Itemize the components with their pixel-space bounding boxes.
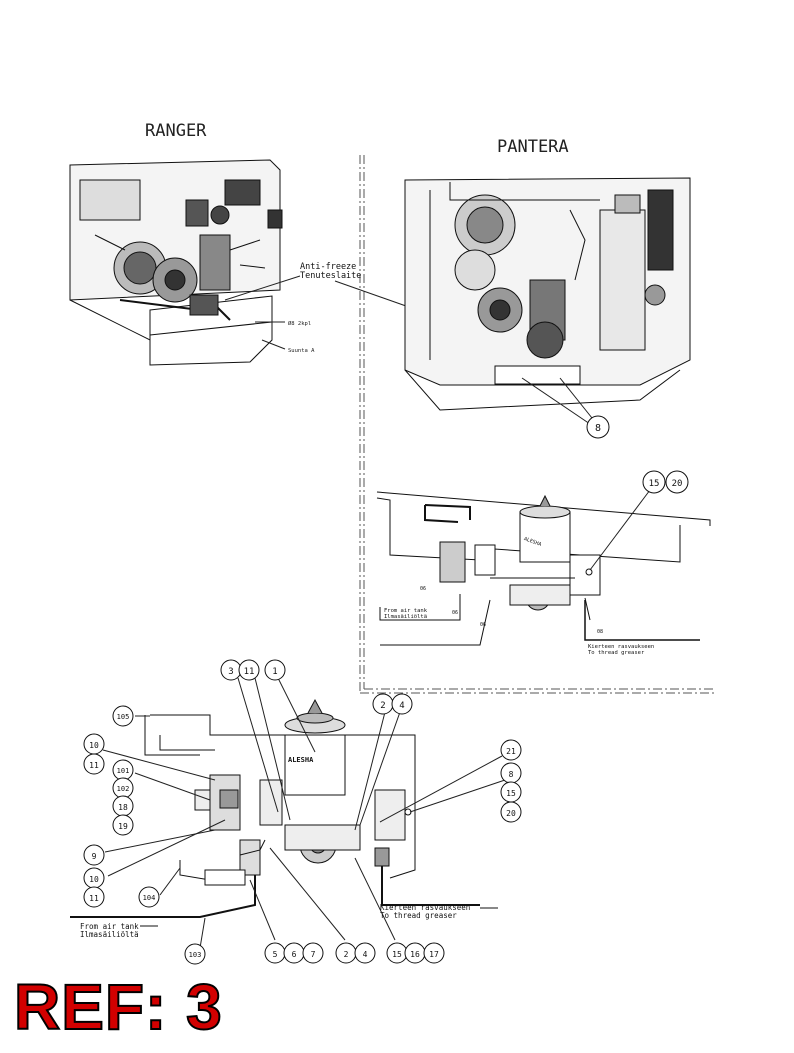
- svg-text:5: 5: [273, 950, 278, 959]
- svg-text:105: 105: [117, 713, 130, 721]
- svg-text:18: 18: [118, 803, 128, 812]
- from-air-tank-label-fi: Ilmasäiliöltä: [80, 930, 139, 939]
- balloon-3: 3: [220, 659, 242, 681]
- title-pantera: PANTERA: [497, 137, 569, 157]
- balloon-4-bottom: 4: [354, 942, 376, 964]
- balloon-11a: 11: [83, 753, 105, 775]
- svg-text:10: 10: [89, 741, 99, 750]
- to-greaser-label-en: To thread greaser: [380, 911, 457, 920]
- balloon-102: 102: [112, 777, 134, 799]
- balloon-6: 6: [283, 942, 305, 964]
- balloon-20-right: 20: [500, 801, 522, 823]
- from-air-tank-label: From air tank: [80, 922, 139, 931]
- svg-text:17: 17: [429, 950, 439, 959]
- title-ranger: RANGER: [145, 121, 207, 141]
- svg-text:15: 15: [649, 479, 660, 489]
- svg-text:9: 9: [92, 852, 97, 861]
- to-greaser-label-small-en: To thread greaser: [588, 650, 645, 656]
- pipe-label-06c: 06: [480, 622, 486, 628]
- svg-text:15: 15: [506, 789, 516, 798]
- balloon-103: 103: [184, 943, 206, 965]
- anti-freeze-label: Anti-freeze: [300, 262, 356, 272]
- svg-text:11: 11: [89, 894, 99, 903]
- svg-text:8: 8: [595, 423, 601, 434]
- balloon-10b: 10: [83, 867, 105, 889]
- balloon-8-right: 8: [500, 762, 522, 784]
- svg-text:104: 104: [143, 894, 156, 902]
- svg-text:102: 102: [117, 785, 130, 793]
- anti-freeze-label-fi: Tenuteslaite: [300, 271, 361, 281]
- svg-text:7: 7: [311, 950, 316, 959]
- dim-label-2: Suunta A: [288, 348, 315, 354]
- pantera-assembly: [404, 177, 691, 411]
- svg-text:20: 20: [672, 479, 683, 489]
- svg-text:2: 2: [344, 950, 349, 959]
- pipe-label-08: 08: [597, 629, 603, 635]
- dim-label-1: Ø8 2kpl: [288, 320, 311, 327]
- to-greaser-label-small-fi: Kierteen rasvaukseen: [588, 644, 654, 650]
- ranger-assembly: [69, 159, 283, 366]
- svg-text:4: 4: [363, 950, 368, 959]
- view-separator: [359, 155, 716, 694]
- brand-label-small: ALESHA: [523, 536, 542, 548]
- svg-text:15: 15: [392, 950, 402, 959]
- balloon-2-top: 2: [372, 693, 394, 715]
- svg-text:103: 103: [189, 951, 202, 959]
- svg-text:2: 2: [380, 701, 385, 711]
- balloon-11b: 11: [83, 886, 105, 908]
- svg-text:19: 19: [118, 822, 128, 831]
- svg-text:101: 101: [117, 767, 130, 775]
- balloon-18: 18: [112, 795, 134, 817]
- balloon-8-top: 8: [586, 415, 610, 439]
- from-air-tank-label-small: From air tank: [384, 608, 428, 614]
- to-greaser-label-fi: Kierteen rasvaukseen: [380, 903, 470, 912]
- svg-text:8: 8: [509, 770, 514, 779]
- from-air-tank-label-small-fi: Ilmasäiliöltä: [384, 614, 427, 620]
- pipe-label-06b: 06: [452, 610, 458, 616]
- svg-text:3: 3: [228, 667, 233, 677]
- svg-text:4: 4: [399, 701, 404, 711]
- balloon-19: 19: [112, 814, 134, 836]
- svg-text:20: 20: [506, 809, 516, 818]
- balloon-21: 21: [500, 739, 522, 761]
- balloon-1: 1: [264, 659, 286, 681]
- ranger-detail: [70, 698, 480, 918]
- balloon-15-bottom: 15: [386, 942, 408, 964]
- leader-15-20: [589, 489, 651, 571]
- pantera-leaders: [521, 377, 593, 425]
- balloon-5: 5: [264, 942, 286, 964]
- balloon-4-top: 4: [391, 693, 413, 715]
- svg-text:10: 10: [89, 875, 99, 884]
- ranger-callouts: [255, 321, 286, 350]
- svg-text:11: 11: [89, 761, 99, 770]
- balloon-105: 105: [112, 705, 134, 727]
- svg-text:21: 21: [506, 747, 516, 756]
- balloon-15: 15: [642, 470, 666, 494]
- balloon-101: 101: [112, 759, 134, 781]
- balloon-15-right: 15: [500, 781, 522, 803]
- reference-label: REF: 3: [13, 971, 223, 1043]
- balloon-11-top: 11: [238, 659, 260, 681]
- balloon-16: 16: [404, 942, 426, 964]
- balloon-10a: 10: [83, 733, 105, 755]
- brand-label: ALESHA: [288, 756, 314, 764]
- svg-text:16: 16: [410, 950, 420, 959]
- balloon-7: 7: [302, 942, 324, 964]
- svg-text:6: 6: [292, 950, 297, 959]
- svg-text:11: 11: [244, 667, 255, 677]
- pipe-label-06a: 06: [420, 586, 426, 592]
- balloon-9: 9: [83, 844, 105, 866]
- balloon-20: 20: [665, 470, 689, 494]
- pantera-detail: [376, 491, 711, 646]
- balloon-104: 104: [138, 886, 160, 908]
- balloon-17: 17: [423, 942, 445, 964]
- svg-text:1: 1: [272, 667, 277, 677]
- balloon-2-bottom: 2: [335, 942, 357, 964]
- detail-leaders: [102, 677, 506, 949]
